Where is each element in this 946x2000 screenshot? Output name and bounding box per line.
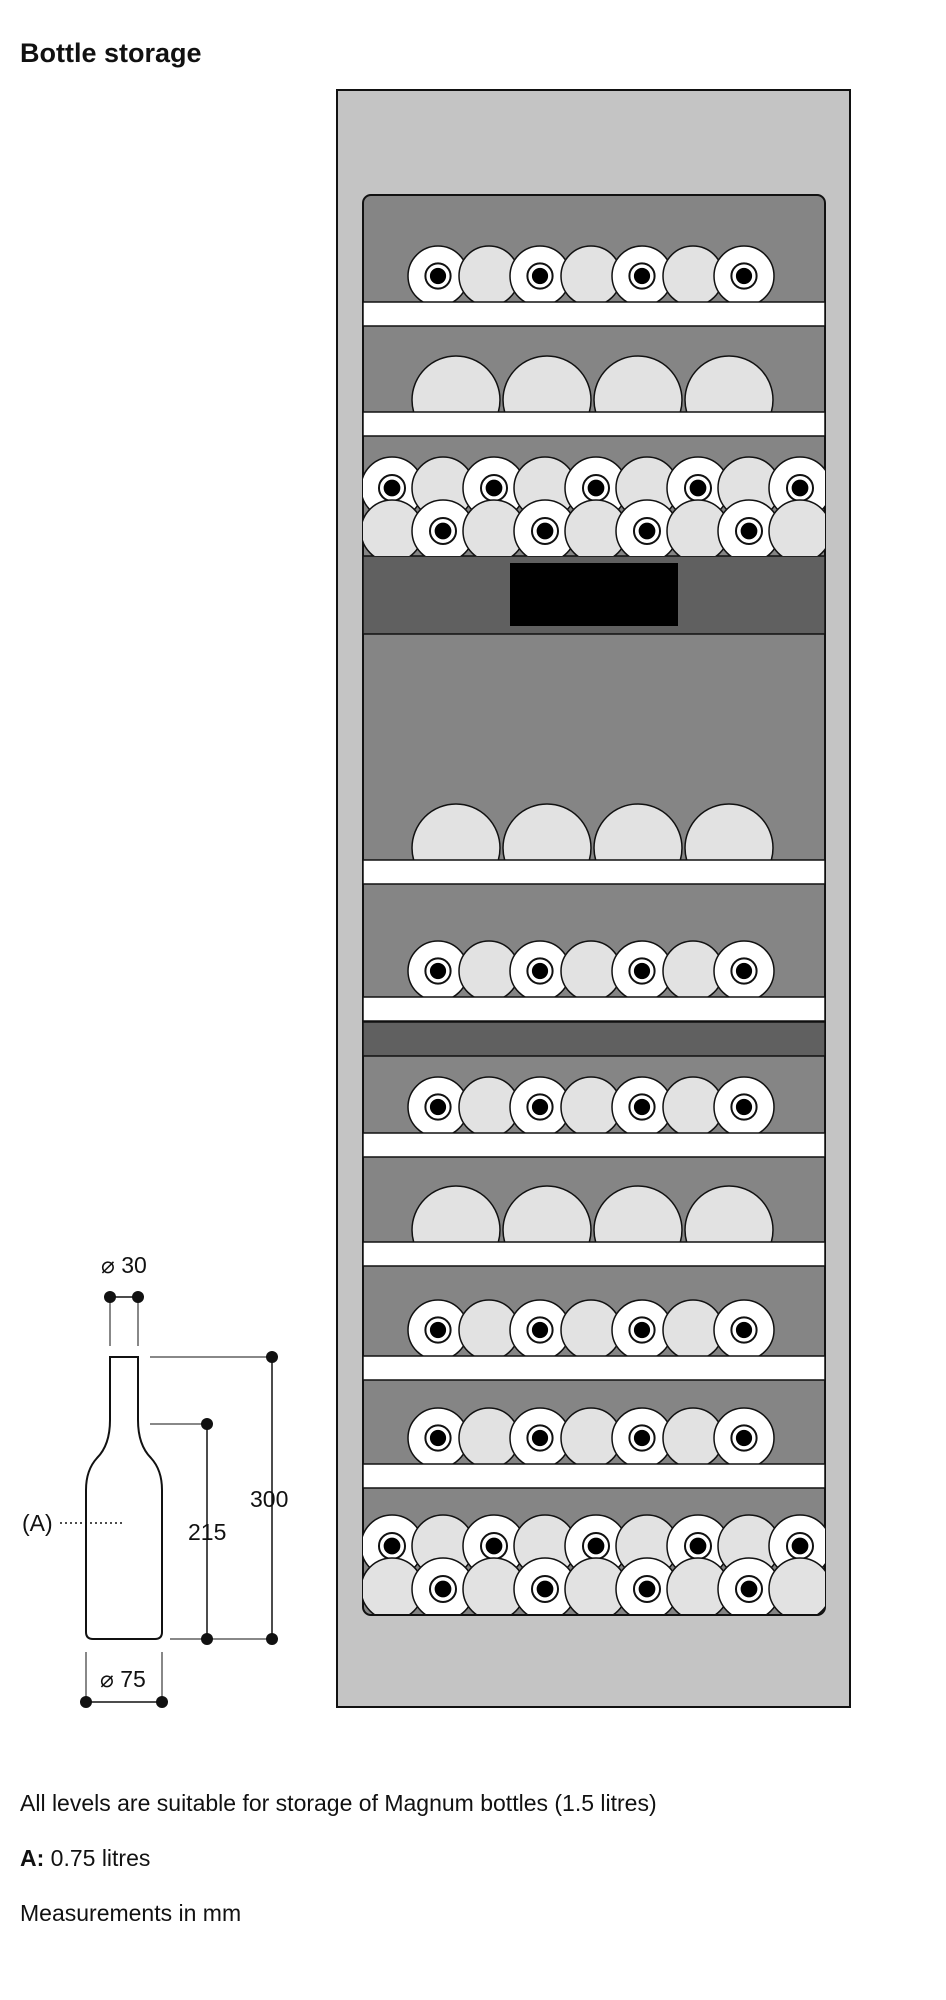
height-total-label: 300 — [250, 1486, 288, 1512]
level-9-shelf-board — [362, 1463, 826, 1489]
level-10-top-3-cork — [485, 1537, 503, 1555]
base-dim-dot-right — [156, 1696, 168, 1708]
level-3-bottom-9 — [768, 499, 825, 556]
level-10-bottom-6-cork — [638, 1580, 656, 1598]
control-display — [510, 563, 678, 626]
level-10-top-9-cork — [791, 1537, 809, 1555]
level-2-magnum-1 — [411, 355, 501, 412]
a-key: A: — [20, 1845, 45, 1871]
level-6-shelf-board — [362, 1132, 826, 1158]
level-9-bottle-5-cork — [633, 1429, 651, 1447]
bottle-dimension-drawing — [60, 1291, 278, 1708]
row-4 — [407, 940, 775, 997]
level-5-bottle-3-cork — [531, 962, 549, 980]
level-6-bottle-1-cork — [429, 1098, 447, 1116]
magnum-note: All levels are suitable for storage of M… — [20, 1790, 657, 1816]
neck-diameter-label: ⌀ 30 — [101, 1252, 147, 1278]
row-0 — [407, 245, 775, 302]
units-note: Measurements in mm — [20, 1900, 242, 1926]
level-1-shelf-board — [362, 301, 826, 327]
level-1-bottle-5-cork — [633, 267, 651, 285]
neck-dim-dot-right — [132, 1291, 144, 1303]
level-4-magnum-3 — [593, 803, 683, 860]
level-7-magnum-1 — [411, 1185, 501, 1242]
level-10-bottom-9 — [768, 1557, 825, 1614]
level-2-shelf-board — [362, 411, 826, 437]
row-6 — [411, 1185, 774, 1242]
level-1-bottle-1-cork — [429, 267, 447, 285]
level-2-magnum-2 — [502, 355, 592, 412]
height-total-dot-top — [266, 1351, 278, 1363]
level-5-bottle-7-cork — [735, 962, 753, 980]
level-3-top-3-cork — [485, 479, 503, 497]
level-3-bottom-8-cork — [740, 522, 758, 540]
level-4-shelf-board — [362, 859, 826, 885]
level-4-magnum-1 — [411, 803, 501, 860]
level-8-bottle-3-cork — [531, 1321, 549, 1339]
row-8 — [407, 1407, 775, 1464]
level-7-magnum-3 — [593, 1185, 683, 1242]
level-3-bottom-6-cork — [638, 522, 656, 540]
height-shoulder-label: 215 — [188, 1519, 226, 1545]
a-volume-note: A: 0.75 litres — [20, 1845, 150, 1872]
level-10-top-5-cork — [587, 1537, 605, 1555]
level-2-magnum-3 — [593, 355, 683, 412]
level-8-bottle-5-cork — [633, 1321, 651, 1339]
level-8-bottle-7-cork — [735, 1321, 753, 1339]
level-3-top-5-cork — [587, 479, 605, 497]
level-3-top-9-cork — [791, 479, 809, 497]
level-3-top-7-cork — [689, 479, 707, 497]
a-value: 0.75 litres — [50, 1845, 151, 1871]
base-diameter-label: ⌀ 75 — [100, 1666, 146, 1692]
level-4-magnum-2 — [502, 803, 592, 860]
level-3-top-1-cork — [383, 479, 401, 497]
level-5-shelf-board — [362, 996, 826, 1022]
row-7 — [407, 1299, 775, 1356]
level-10-bottom-2-cork — [434, 1580, 452, 1598]
row-9 — [363, 1514, 825, 1614]
level-6-bottle-3-cork — [531, 1098, 549, 1116]
dimension-labels: ⌀ 30 ⌀ 75 300 215 (A) — [22, 1252, 288, 1692]
level-5-bottle-1-cork — [429, 962, 447, 980]
level-8-shelf-board — [362, 1355, 826, 1381]
level-4-magnum-4 — [684, 803, 774, 860]
level-9-bottle-7-cork — [735, 1429, 753, 1447]
level-5-bottle-5-cork — [633, 962, 651, 980]
page-title: Bottle storage — [20, 38, 202, 68]
level-9-bottle-3-cork — [531, 1429, 549, 1447]
level-6-bottle-7-cork — [735, 1098, 753, 1116]
level-10-bottom-8-cork — [740, 1580, 758, 1598]
divider-band — [362, 1021, 826, 1057]
height-shoulder-dot-top — [201, 1418, 213, 1430]
level-1-bottle-7-cork — [735, 267, 753, 285]
row-2 — [363, 456, 825, 556]
row-1 — [411, 355, 774, 412]
shelf-layer — [362, 245, 826, 1614]
level-10-top-1-cork — [383, 1537, 401, 1555]
row-5 — [407, 1076, 775, 1133]
level-3-bottom-4-cork — [536, 522, 554, 540]
level-2-magnum-4 — [684, 355, 774, 412]
level-7-shelf-board — [362, 1241, 826, 1267]
level-9-bottle-1-cork — [429, 1429, 447, 1447]
level-8-bottle-1-cork — [429, 1321, 447, 1339]
row-3 — [411, 803, 774, 860]
level-1-bottle-3-cork — [531, 267, 549, 285]
base-dim-dot-left — [80, 1696, 92, 1708]
neck-dim-dot-left — [104, 1291, 116, 1303]
wine-cabinet — [336, 89, 851, 1708]
level-3-bottom-2-cork — [434, 522, 452, 540]
level-10-top-7-cork — [689, 1537, 707, 1555]
level-7-magnum-4 — [684, 1185, 774, 1242]
level-7-magnum-2 — [502, 1185, 592, 1242]
level-10-bottom-4-cork — [536, 1580, 554, 1598]
a-marker-label: (A) — [22, 1510, 53, 1536]
bottle-outline — [85, 1356, 163, 1640]
level-6-bottle-5-cork — [633, 1098, 651, 1116]
